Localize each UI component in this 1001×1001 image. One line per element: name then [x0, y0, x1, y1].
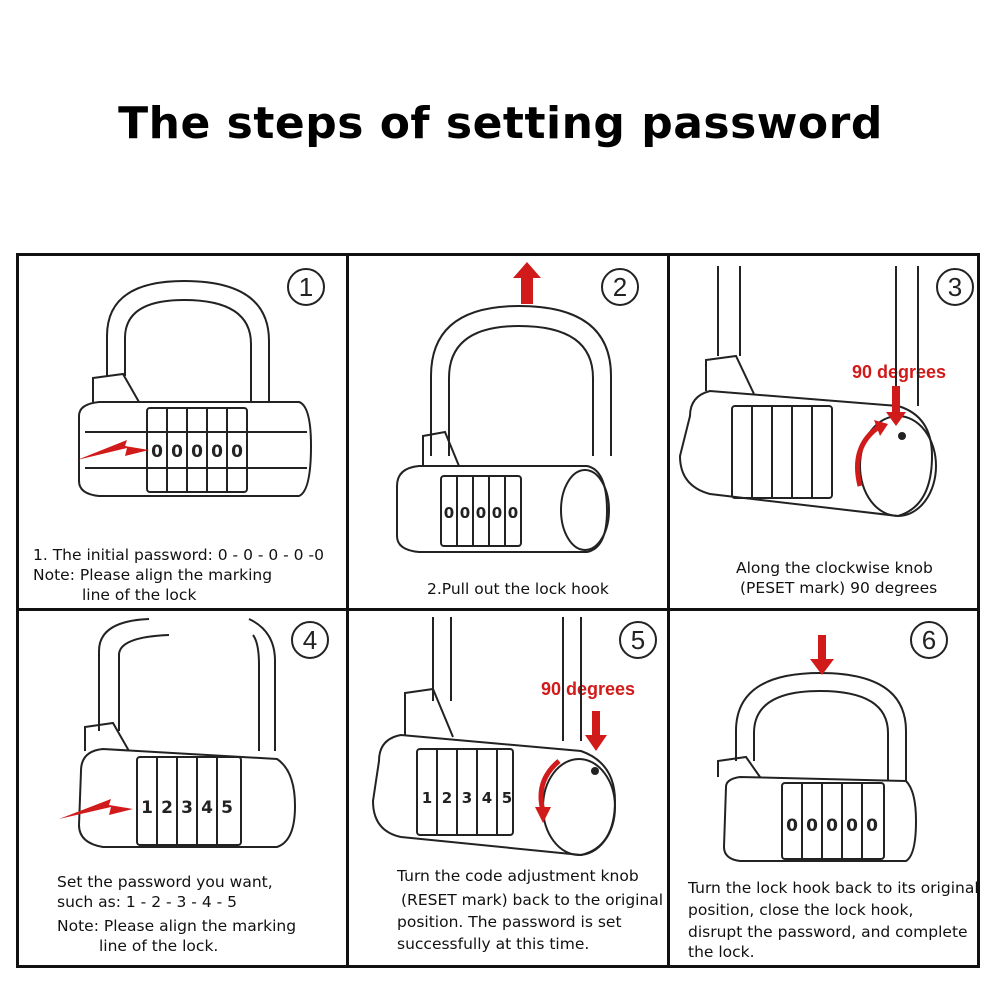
angle-label: 90 degrees [541, 679, 636, 699]
step-caption-line: Note: Please align the marking [33, 566, 273, 584]
svg-text:0: 0 [476, 504, 486, 522]
step-number-badge: 4 [291, 621, 329, 659]
svg-text:0: 0 [786, 816, 798, 836]
svg-text:0: 0 [508, 504, 518, 522]
step-number-badge: 1 [287, 268, 325, 306]
svg-text:0: 0 [806, 816, 818, 836]
svg-text:0: 0 [231, 442, 243, 462]
step-caption-line: Turn the lock hook back to its original [688, 879, 979, 897]
step-caption-line: Turn the code adjustment knob [397, 867, 639, 885]
step-caption-line: Note: Please align the marking [57, 917, 297, 935]
svg-text:2: 2 [161, 798, 173, 818]
svg-text:0: 0 [846, 816, 858, 836]
step-caption-line: the lock. [688, 943, 755, 961]
svg-text:0: 0 [211, 442, 223, 462]
step-caption-line: 2.Pull out the lock hook [427, 580, 609, 598]
svg-text:3: 3 [462, 789, 472, 807]
svg-text:0: 0 [444, 504, 454, 522]
step-number-badge: 2 [601, 268, 639, 306]
lock-knob-rotate-illustration [678, 266, 937, 518]
step-caption-line: (PESET mark) 90 degrees [740, 579, 938, 597]
svg-text:3: 3 [181, 798, 193, 818]
grid-divider [16, 608, 980, 611]
step-panel-3: 3 90 degrees Along the clockwise knob (P… [670, 256, 977, 608]
step-caption-line: line of the lock [82, 586, 197, 604]
step-caption-line: line of the lock. [99, 937, 219, 955]
svg-text:0: 0 [151, 442, 163, 462]
step-number-badge: 3 [936, 268, 974, 306]
svg-text:2: 2 [442, 789, 452, 807]
svg-text:5: 5 [221, 798, 233, 818]
svg-text:0: 0 [191, 442, 203, 462]
step-caption-line: position. The password is set [397, 913, 622, 931]
svg-text:0: 0 [460, 504, 470, 522]
svg-text:4: 4 [201, 798, 213, 818]
step-caption-line: Set the password you want, [57, 873, 273, 891]
svg-text:0: 0 [492, 504, 502, 522]
svg-text:0: 0 [171, 442, 183, 462]
svg-text:4: 4 [482, 789, 492, 807]
page-title: The steps of setting password [118, 98, 883, 149]
svg-text:1: 1 [141, 798, 153, 818]
svg-text:0: 0 [866, 816, 878, 836]
svg-text:0: 0 [826, 816, 838, 836]
step-caption-line: disrupt the password, and complete [688, 923, 968, 941]
angle-label: 90 degrees [852, 362, 947, 382]
step-caption-line: 1. The initial password: 0 - 0 - 0 - 0 -… [33, 546, 324, 564]
step-caption-line: Along the clockwise knob [736, 559, 933, 577]
step-caption-line: (RESET mark) back to the original [401, 891, 664, 909]
step-number-badge: 6 [910, 621, 948, 659]
step-caption-line: position, close the lock hook, [688, 901, 914, 919]
step-caption-line: successfully at this time. [397, 935, 590, 953]
svg-text:5: 5 [502, 789, 512, 807]
step-caption-line: such as: 1 - 2 - 3 - 4 - 5 [57, 893, 237, 911]
svg-text:1: 1 [422, 789, 432, 807]
step-number-badge: 5 [619, 621, 657, 659]
